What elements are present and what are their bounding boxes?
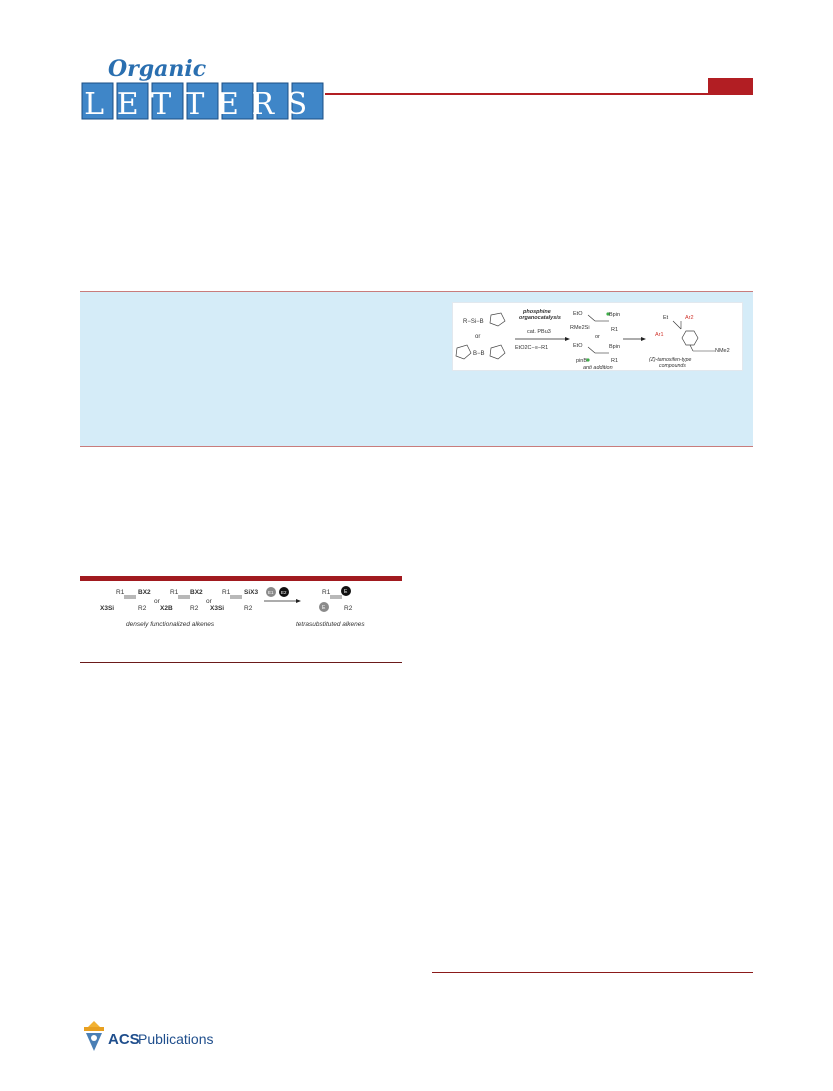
fig1-r1-b: R1 [170, 589, 179, 596]
product-si: RMe2Si [570, 325, 590, 331]
fig1-r2-a: R2 [138, 605, 147, 612]
logo-script: Organic [108, 56, 207, 82]
fig1-bx2-a: BX2 [138, 589, 151, 596]
or-2: or [595, 334, 600, 340]
fig1-bx2-b: BX2 [190, 589, 203, 596]
reaction-arrowhead [565, 337, 570, 341]
fig1-x3si-c: X3Si [210, 605, 224, 612]
fig1-six3-c: SiX3 [244, 589, 258, 596]
final-label-1: (Z)-tamoxifen-type [649, 357, 691, 363]
figure-1-top-rule [80, 576, 402, 581]
fig1-or-b: or [206, 598, 213, 605]
fig1-x3si-a: X3Si [100, 605, 114, 612]
final-et: Et [663, 315, 669, 321]
e1-badge [266, 587, 276, 597]
pinacol-ring-2 [455, 344, 472, 360]
final-ar1: Ar1 [655, 332, 664, 338]
catalyst-label: cat. PBu3 [527, 329, 551, 335]
fig1-e1: E1 [268, 590, 274, 595]
product-bpin-2: Bpin [609, 344, 620, 350]
reagent-2: B−B [473, 351, 485, 357]
fig1-r1-a: R1 [116, 589, 125, 596]
substrate-label: EtO2C−≡−R1 [515, 345, 548, 351]
e-top-badge [341, 586, 351, 596]
fig1-r1-c: R1 [222, 589, 231, 596]
reagent-1: R−Si−B [463, 319, 484, 325]
fig1-r2-b: R2 [190, 605, 199, 612]
figure-1-bottom-rule [80, 662, 402, 663]
product-ester-1: EtO [573, 311, 583, 317]
footnote-rule [432, 972, 753, 973]
or-1: or [475, 334, 480, 340]
logo-letter-tiles [81, 82, 324, 120]
fig1-e2: E2 [281, 590, 287, 595]
fig1-r2-c: R2 [244, 605, 253, 612]
fig1-x2b-b: X2B [160, 605, 173, 612]
catalysis-line-2: organocatalysis [519, 315, 561, 321]
phenyl-ring [681, 330, 699, 346]
fig1-r1-d: R1 [322, 589, 331, 596]
product-bpin-1: Bpin [609, 312, 620, 318]
journal-logo: Organic LETTERS [81, 56, 324, 122]
pinacol-ring-3 [489, 344, 506, 360]
fig1-or-a: or [154, 598, 161, 605]
fig1-r2-d: R2 [344, 605, 353, 612]
acs-publications-logo: ACS Publications [84, 1021, 214, 1051]
pinacol-ring-1 [489, 312, 506, 327]
anti-label: anti addition [583, 365, 613, 371]
acs-emblem-icon [84, 1021, 104, 1051]
product-r1-2: R1 [611, 358, 618, 364]
catalysis-line-1: phosphine [522, 309, 551, 315]
header-rule [325, 93, 753, 95]
final-label-2: compounds [659, 363, 686, 369]
fig1-right-caption: tetrasubstituted alkenes [296, 621, 365, 628]
logo-letters: LETTERS [84, 87, 320, 122]
product-ester-2: EtO [573, 343, 583, 349]
figure-1-scheme: R1 BX2 X3Si R2 or R1 BX2 X2B R2 or R1 Si… [100, 586, 365, 628]
publications-text: Publications [138, 1031, 214, 1047]
final-nme2: NMe2 [715, 348, 730, 354]
product-r1-1: R1 [611, 327, 618, 333]
fig1-e-bottom: E [322, 605, 326, 611]
fig1-left-caption: densely functionalized alkenes [126, 621, 215, 628]
e2-badge [279, 587, 289, 597]
toc-graphic: R−Si−B or B−B phosphine organocatalysis … [452, 302, 743, 371]
header-tab [708, 78, 753, 93]
acs-text: ACS [108, 1031, 140, 1048]
final-ar2: Ar2 [685, 315, 694, 321]
product-pinb: pinB [576, 358, 587, 364]
fig1-e-top: E [344, 589, 348, 595]
e-bottom-badge [319, 602, 329, 612]
